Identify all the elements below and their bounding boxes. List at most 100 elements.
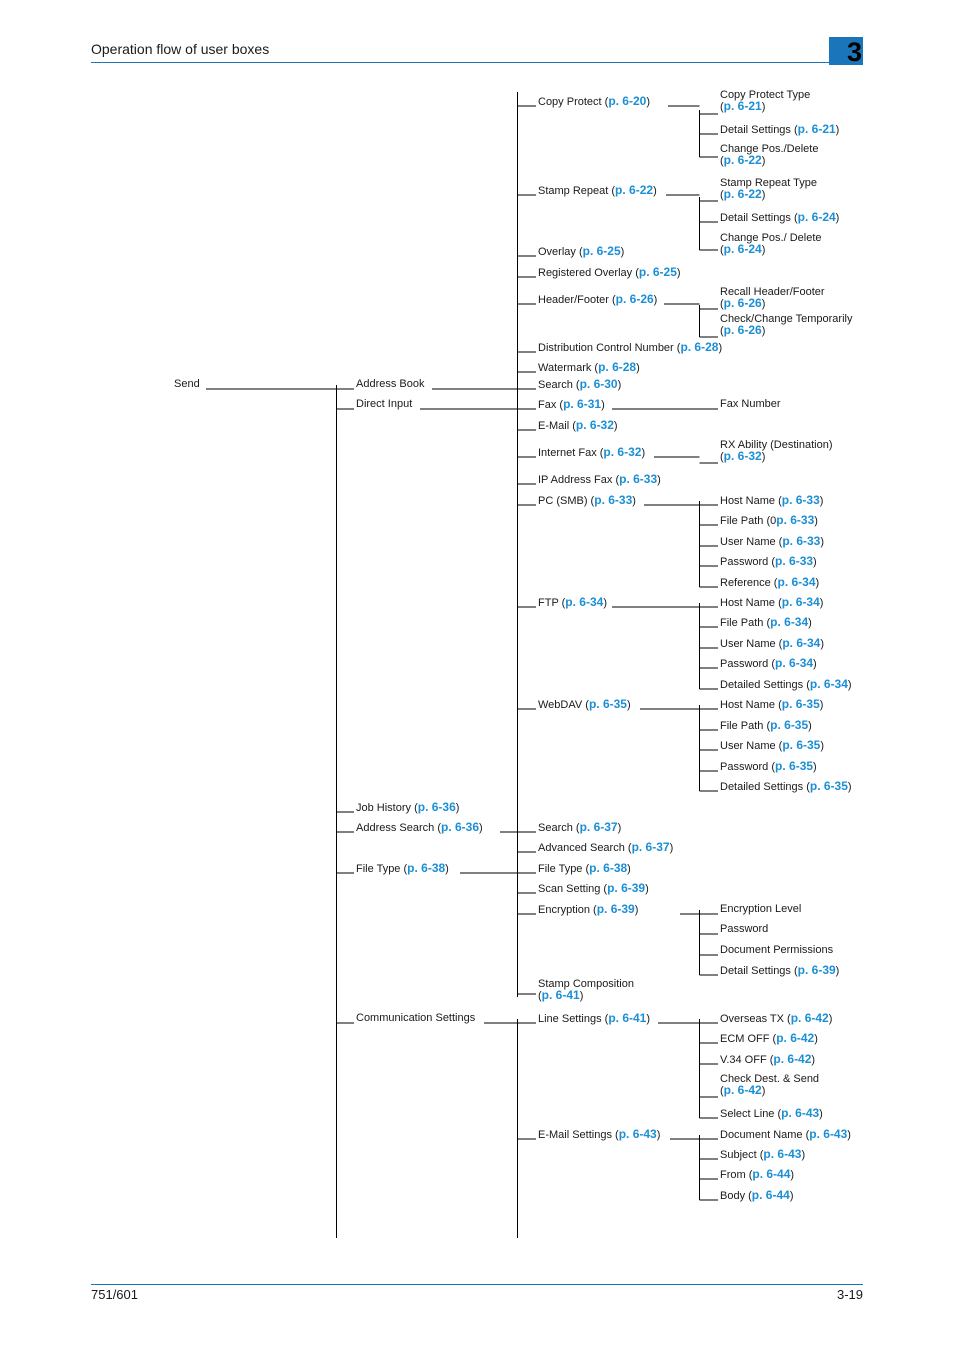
node-dav-user: User Name (p. 6-35)	[720, 738, 825, 752]
node-label: Encryption (	[538, 904, 597, 916]
page-header-title: Operation flow of user boxes	[91, 41, 270, 57]
page-reference-link[interactable]: p. 6-24	[723, 242, 762, 256]
node-cp-change-pos: Change Pos./Delete(p. 6-22)	[720, 143, 819, 167]
page-reference-link[interactable]: p. 6-34	[781, 595, 820, 609]
page-reference-link[interactable]: p. 6-41	[608, 1011, 647, 1025]
page-reference-link[interactable]: p. 6-28	[598, 360, 637, 374]
page-reference-link[interactable]: p. 6-33	[594, 493, 633, 507]
page-reference-link[interactable]: p. 6-26	[615, 292, 654, 306]
page-reference-link[interactable]: p. 6-43	[781, 1106, 820, 1120]
page-reference-link[interactable]: p. 6-38	[407, 861, 446, 875]
node-address-search: Address Search (p. 6-36)	[356, 820, 483, 834]
node-ftp-path: File Path (p. 6-34)	[720, 615, 812, 629]
page-reference-link[interactable]: p. 6-36	[440, 820, 479, 834]
node-label: Document Permissions	[720, 944, 834, 956]
node-label: Overlay (	[538, 246, 583, 258]
node-enc-doc-perm: Document Permissions	[720, 945, 833, 956]
node-check-change-temp: Check/Change Temporarily(p. 6-26)	[720, 313, 853, 337]
node-dav-path: File Path (p. 6-35)	[720, 718, 812, 732]
page-reference-link[interactable]: p. 6-41	[541, 988, 580, 1002]
node-label: User Name (	[720, 740, 783, 752]
node-overseas-tx: Overseas TX (p. 6-42)	[720, 1011, 833, 1025]
page-reference-link[interactable]: p. 6-36	[417, 800, 456, 814]
page-reference-link[interactable]: p. 6-22	[615, 183, 654, 197]
page-reference-link[interactable]: p. 6-43	[763, 1147, 802, 1161]
node-label: Search (	[538, 822, 580, 834]
footer-model: 751/601	[91, 1287, 138, 1302]
page-reference-link[interactable]: p. 6-39	[596, 902, 635, 916]
page-reference-link[interactable]: p. 6-35	[781, 697, 820, 711]
node-recall-header-footer: Recall Header/Footer(p. 6-26)	[720, 286, 825, 310]
node-label: Password	[720, 923, 769, 935]
page-reference-link[interactable]: p. 6-44	[752, 1167, 791, 1181]
page-reference-link[interactable]: p. 6-34	[777, 575, 816, 589]
node-watermark: Watermark (p. 6-28)	[538, 360, 640, 374]
page-reference-link[interactable]: p. 6-34	[809, 677, 848, 691]
node-ftp-pass: Password (p. 6-34)	[720, 656, 817, 670]
page-reference-link[interactable]: p. 6-26	[723, 323, 762, 337]
node-copy-protect-type: Copy Protect Type(p. 6-21)	[720, 89, 811, 113]
page-reference-link[interactable]: p. 6-21	[797, 122, 836, 136]
page-reference-link[interactable]: p. 6-37	[579, 820, 618, 834]
page-reference-link[interactable]: p. 6-42	[723, 1083, 762, 1097]
node-label: Detailed Settings (	[720, 781, 810, 793]
page-reference-link[interactable]: p. 6-28	[680, 340, 719, 354]
node-label: Detail Settings (	[720, 124, 798, 136]
node-line-settings: Line Settings (p. 6-41)	[538, 1011, 651, 1025]
page-reference-link[interactable]: p. 6-35	[588, 697, 627, 711]
node-label: Change Pos./ Delete	[720, 232, 822, 244]
page-reference-link[interactable]: p. 6-32	[575, 418, 614, 432]
page-reference-link[interactable]: p. 6-34	[782, 636, 821, 650]
node-label: Detailed Settings (	[720, 679, 810, 691]
page-reference-link[interactable]: p. 6-37	[631, 840, 670, 854]
node-scan-setting: Scan Setting (p. 6-39)	[538, 881, 649, 895]
page-reference-link[interactable]: p. 6-25	[582, 244, 621, 258]
page-reference-link[interactable]: p. 6-26	[723, 296, 762, 310]
node-ftp: FTP (p. 6-34)	[538, 595, 607, 609]
page-reference-link[interactable]: p. 6-35	[775, 759, 814, 773]
node-label: Host Name (	[720, 495, 782, 507]
page-reference-link[interactable]: p. 6-34	[775, 656, 814, 670]
node-rx-ability: RX Ability (Destination)(p. 6-32)	[720, 439, 833, 463]
node-label: Change Pos./Delete	[720, 143, 819, 155]
page-reference-link[interactable]: p. 6-35	[770, 718, 809, 732]
page-reference-link[interactable]: p. 6-32	[723, 449, 762, 463]
node-label: Watermark (	[538, 362, 599, 374]
page-reference-link[interactable]: p. 6-33	[776, 513, 815, 527]
page-reference-link[interactable]: p. 6-31	[563, 397, 602, 411]
page-reference-link[interactable]: p. 6-33	[619, 472, 658, 486]
page-reference-link[interactable]: p. 6-42	[773, 1052, 812, 1066]
page-reference-link[interactable]: p. 6-30	[579, 377, 618, 391]
page-reference-link[interactable]: p. 6-43	[618, 1127, 657, 1141]
node-stamp-repeat: Stamp Repeat (p. 6-22)	[538, 183, 657, 197]
page-reference-link[interactable]: p. 6-24	[797, 210, 836, 224]
page-reference-link[interactable]: p. 6-39	[607, 881, 646, 895]
page-reference-link[interactable]: p. 6-33	[782, 534, 821, 548]
page-reference-link[interactable]: p. 6-43	[809, 1127, 848, 1141]
node-label: Recall Header/Footer	[720, 286, 825, 298]
page-reference-link[interactable]: p. 6-44	[751, 1188, 790, 1202]
page-reference-link[interactable]: p. 6-20	[608, 94, 647, 108]
page-reference-link[interactable]: p. 6-22	[723, 153, 762, 167]
page-reference-link[interactable]: p. 6-33	[781, 493, 820, 507]
node-label: Check Dest. & Send	[720, 1073, 820, 1085]
page-reference-link[interactable]: p. 6-22	[723, 187, 762, 201]
page-reference-link[interactable]: p. 6-34	[565, 595, 604, 609]
page-reference-link[interactable]: p. 6-33	[775, 554, 814, 568]
node-ftp-detail: Detailed Settings (p. 6-34)	[720, 677, 852, 691]
page-reference-link[interactable]: p. 6-32	[603, 445, 642, 459]
page-reference-link[interactable]: p. 6-21	[723, 99, 762, 113]
page-reference-link[interactable]: p. 6-38	[589, 861, 628, 875]
page-reference-link[interactable]: p. 6-39	[797, 963, 836, 977]
footer-rule	[91, 1284, 863, 1285]
node-label: Communication Settings	[356, 1012, 476, 1024]
page-reference-link[interactable]: p. 6-42	[776, 1031, 815, 1045]
page-reference-link[interactable]: p. 6-25	[638, 265, 677, 279]
node-comm-settings: Communication Settings	[356, 1013, 475, 1024]
page-reference-link[interactable]: p. 6-35	[809, 779, 848, 793]
page-reference-link[interactable]: p. 6-34	[770, 615, 809, 629]
page-reference-link[interactable]: p. 6-35	[782, 738, 821, 752]
node-label: Encryption Level	[720, 903, 802, 915]
page-reference-link[interactable]: p. 6-42	[790, 1011, 829, 1025]
